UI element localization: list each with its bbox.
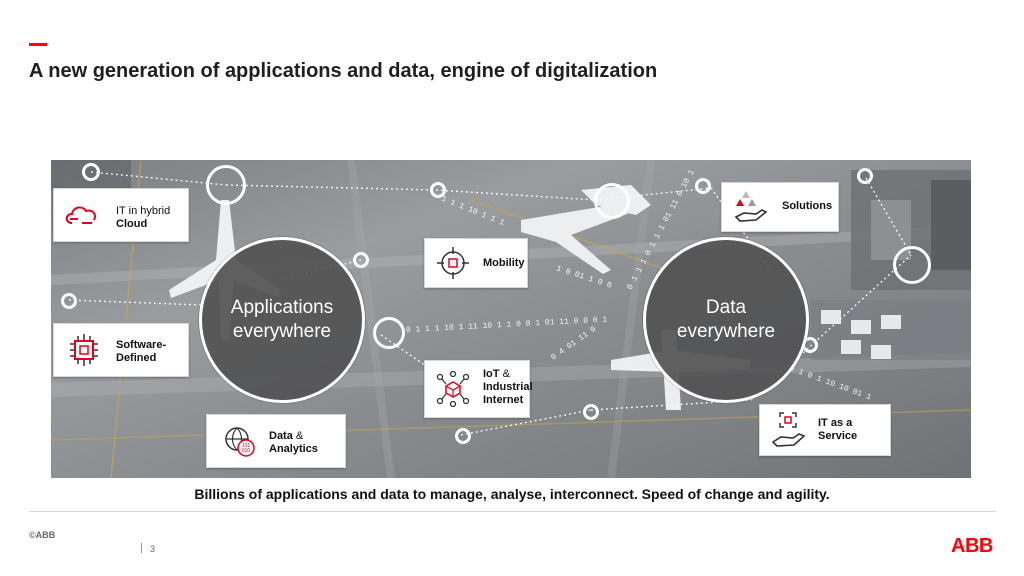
page-number-separator <box>141 543 142 553</box>
network-node-ring <box>857 168 873 184</box>
footer-divider <box>29 511 996 512</box>
network-node-ring <box>206 165 246 205</box>
network-node-ring <box>695 178 711 194</box>
hand-triangles-icon <box>734 191 768 222</box>
network-node-ring <box>455 428 471 444</box>
cube-network-icon <box>436 371 470 407</box>
network-node-ring <box>353 252 369 268</box>
card-it-as-a-service: IT as a Service <box>759 404 891 456</box>
slide-title: A new generation of applications and dat… <box>29 60 658 82</box>
binary-stream-1: 1 1 1 10 1 1 1 <box>440 194 506 228</box>
crosshair-icon <box>437 247 469 279</box>
card-data-analytics: 101 010 Data & Analytics <box>206 414 346 468</box>
card-mobility: Mobility <box>424 238 528 288</box>
slide-caption: Billions of applications and data to man… <box>194 486 830 502</box>
cloud-icon <box>65 206 96 224</box>
svg-text:101: 101 <box>242 443 251 449</box>
airport-image-panel: 1 1 1 10 1 1 1 0 1 1 1 10 1 11 10 1 1 0 … <box>51 160 971 478</box>
network-node-ring <box>61 293 77 309</box>
card-software-defined: Software- Defined <box>53 323 189 377</box>
network-node-ring <box>583 404 599 420</box>
card-label-line2: Service <box>818 430 858 442</box>
svg-text:010: 010 <box>242 448 251 454</box>
globe-data-icon: 101 010 <box>225 427 255 457</box>
network-node-ring <box>594 183 630 219</box>
network-node-ring <box>893 246 931 284</box>
network-node-ring <box>373 317 405 349</box>
binary-stream-6: 0 4 01 11 0 <box>550 325 599 363</box>
card-label-amp: & <box>502 368 510 380</box>
binary-stream-3: 1 0 01 1 0 0 <box>555 264 613 290</box>
abb-logo: ABB <box>951 535 993 555</box>
data-everywhere-hub: Data everywhere <box>643 237 809 403</box>
abb-logo-text: ABB <box>951 535 993 555</box>
card-label-line1: IoT <box>483 368 500 380</box>
binary-stream-5: 0 1 0 1 10 10 01 1 <box>788 364 872 402</box>
card-label-amp: & <box>295 430 304 442</box>
card-label-line2: Analytics <box>269 443 318 455</box>
card-iot-industrial-internet: IoT & Industrial Internet <box>424 360 533 418</box>
applications-everywhere-hub: Applications everywhere <box>199 237 365 403</box>
hub-label-line2: everywhere <box>232 321 332 342</box>
card-label-line1: Software- <box>116 339 167 351</box>
accent-bar <box>29 43 47 46</box>
card-label-line1: Data <box>269 430 293 442</box>
hub-label-line2: everywhere <box>676 321 776 342</box>
binary-stream-2: 0 1 1 1 10 1 11 10 1 1 0 0 1 01 11 0 0 0… <box>406 315 608 335</box>
card-label-line2: Cloud <box>116 218 148 230</box>
card-label-line1: IT as a <box>818 417 853 429</box>
card-it-hybrid-cloud: IT in hybrid Cloud <box>53 188 189 242</box>
card-label-line3: Internet <box>483 394 524 406</box>
card-solutions: Solutions <box>721 182 839 232</box>
card-label-line1: IT in hybrid <box>116 205 171 217</box>
network-node-ring <box>82 163 100 181</box>
copyright-text: ©ABB <box>29 530 56 540</box>
card-label-line2: Defined <box>116 352 157 364</box>
card-label-line1: Solutions <box>782 200 833 212</box>
card-label-line1: Mobility <box>483 257 525 269</box>
chip-icon <box>70 334 98 366</box>
page-number: 3 <box>150 544 156 554</box>
hand-service-icon <box>771 412 806 447</box>
hub-label-line1: Data <box>705 297 747 318</box>
card-label-line2: Industrial <box>483 381 533 393</box>
network-node-ring <box>430 182 446 198</box>
hub-label-line1: Applications <box>230 297 334 318</box>
